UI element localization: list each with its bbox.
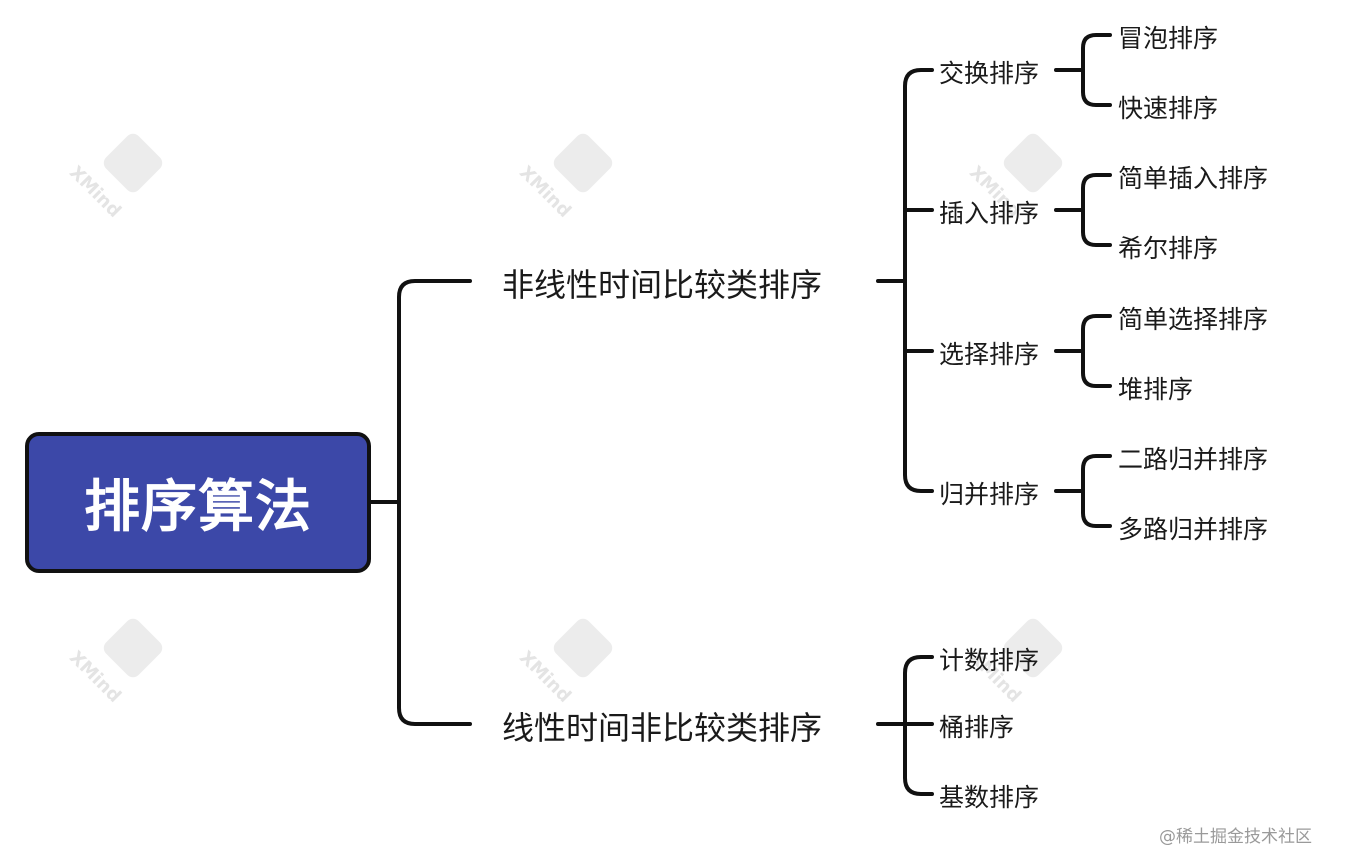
sub-topic-0-0[interactable]: 交换排序 <box>939 59 1040 88</box>
branch0-bracket-link-0 <box>903 68 934 283</box>
root-bracket-link-0 <box>397 279 472 504</box>
sub-topic-0-2[interactable]: 选择排序 <box>939 340 1040 369</box>
leaf-topic-3-1[interactable]: 多路归并排序 <box>1118 515 1269 544</box>
footer-credit: @稀土掘金技术社区 <box>1159 827 1312 847</box>
leaf-topic-2-0[interactable]: 简单选择排序 <box>1118 305 1269 334</box>
root-topic[interactable]: 排序算法 <box>25 432 371 573</box>
root-bracket-link-1 <box>397 500 472 726</box>
root-topic-label: 排序算法 <box>84 475 312 540</box>
sub-bracket-1-link-1 <box>1081 208 1112 247</box>
leaf-topic-3-0[interactable]: 二路归并排序 <box>1118 445 1269 474</box>
sub-topic-1-0[interactable]: 计数排序 <box>939 646 1040 675</box>
leaf-topic-2-1[interactable]: 堆排序 <box>1118 375 1194 404</box>
leaf-topic-0-0[interactable]: 冒泡排序 <box>1118 24 1219 53</box>
sub-bracket-0-link-0 <box>1081 33 1112 72</box>
leaf-topic-1-0[interactable]: 简单插入排序 <box>1118 164 1269 193</box>
branch-topic-1[interactable]: 线性时间非比较类排序 <box>502 709 823 747</box>
branch-topic-0[interactable]: 非线性时间比较类排序 <box>502 266 823 304</box>
sub-bracket-1-link-0 <box>1081 173 1112 212</box>
sub-topic-0-1[interactable]: 插入排序 <box>939 199 1040 228</box>
sub-topic-0-3[interactable]: 归并排序 <box>939 480 1040 509</box>
branch1-bracket-link-0 <box>903 655 934 726</box>
leaf-topic-1-1[interactable]: 希尔排序 <box>1118 234 1219 263</box>
sub-bracket-3-link-1 <box>1081 489 1112 528</box>
sub-topic-1-2[interactable]: 基数排序 <box>939 783 1040 812</box>
sub-bracket-3-link-0 <box>1081 454 1112 493</box>
sub-topic-1-1[interactable]: 桶排序 <box>939 713 1015 742</box>
sub-bracket-0-link-1 <box>1081 68 1112 107</box>
sub-bracket-2-link-0 <box>1081 314 1112 353</box>
branch0-bracket-link-3 <box>903 279 934 493</box>
branch1-bracket-link-2 <box>903 722 934 796</box>
leaf-topic-0-1[interactable]: 快速排序 <box>1118 94 1219 123</box>
sub-bracket-2-link-1 <box>1081 349 1112 388</box>
